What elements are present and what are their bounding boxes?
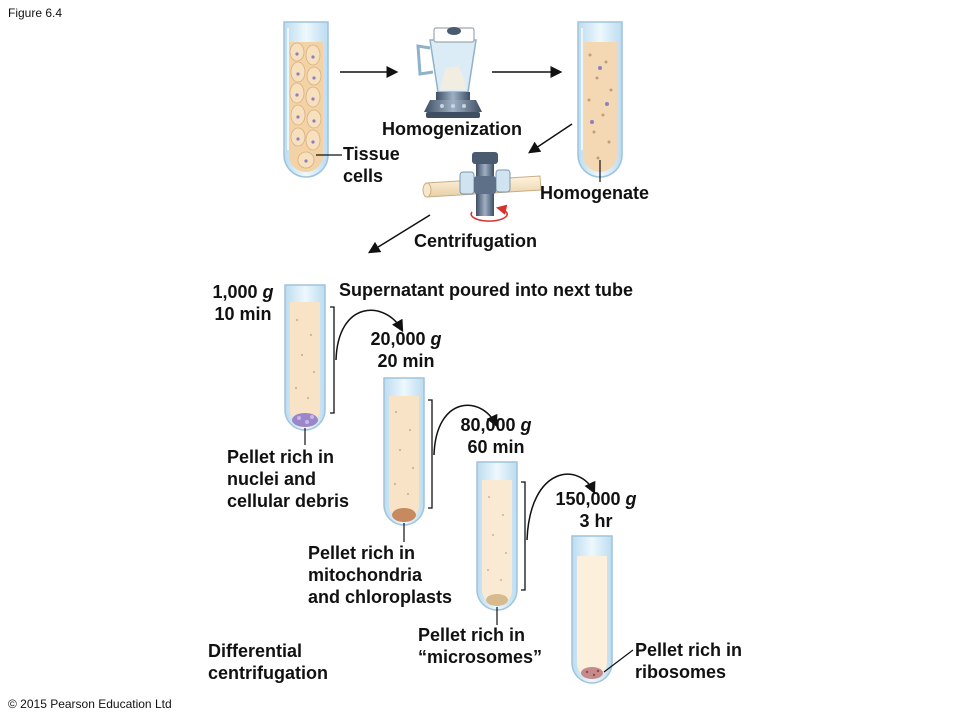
pellet-mitochondria [392,508,416,522]
homogenate-tube [577,21,623,178]
spin-3-conditions: 80,000 g 60 min [460,415,532,457]
spin-tube-1 [284,284,326,431]
arrow-to-centrifuge [528,123,573,154]
spin-2-conditions: 20,000 g 20 min [370,329,442,371]
spin-4-conditions: 150,000 g 3 hr [555,489,637,531]
pellet-nuclei [292,413,318,427]
pour-arrow-3 [526,473,596,541]
spin-tube-3 [476,461,518,611]
centrifuge-icon [422,152,542,222]
homogenate-label: Homogenate [540,183,650,203]
spin-tube-2 [383,377,425,526]
pellet-2-label: Pellet rich in mitochondria and chloropl… [308,543,453,607]
supernatant-label: Supernatant poured into next tube [339,280,634,300]
pour-arrow-2 [433,404,498,456]
figure-label: Figure 6.4 [8,6,63,20]
pellet-ribosomes [581,667,603,679]
homogenization-label: Homogenization [382,119,522,139]
pellet-3-label: Pellet rich in “microsomes” [418,625,543,667]
pellet-4-label: Pellet rich in ribosomes [635,640,743,682]
pellet-microsomes [486,594,508,606]
centrifugation-label: Centrifugation [414,231,537,251]
tissue-cells-label: Tissue cells [343,144,400,186]
copyright: © 2015 Pearson Education Ltd [8,697,172,711]
pour-arrow-1 [335,309,404,361]
spin-tube-4 [571,535,613,684]
spin-1-conditions: 1,000 g 10 min [212,282,274,324]
tissue-cells-tube [283,21,329,178]
differential-centrifugation-label: Differential centrifugation [208,641,328,683]
pellet-1-label: Pellet rich in nuclei and cellular debri… [227,447,350,511]
arrow-to-first-spin [367,214,431,254]
blender-icon [416,27,482,118]
